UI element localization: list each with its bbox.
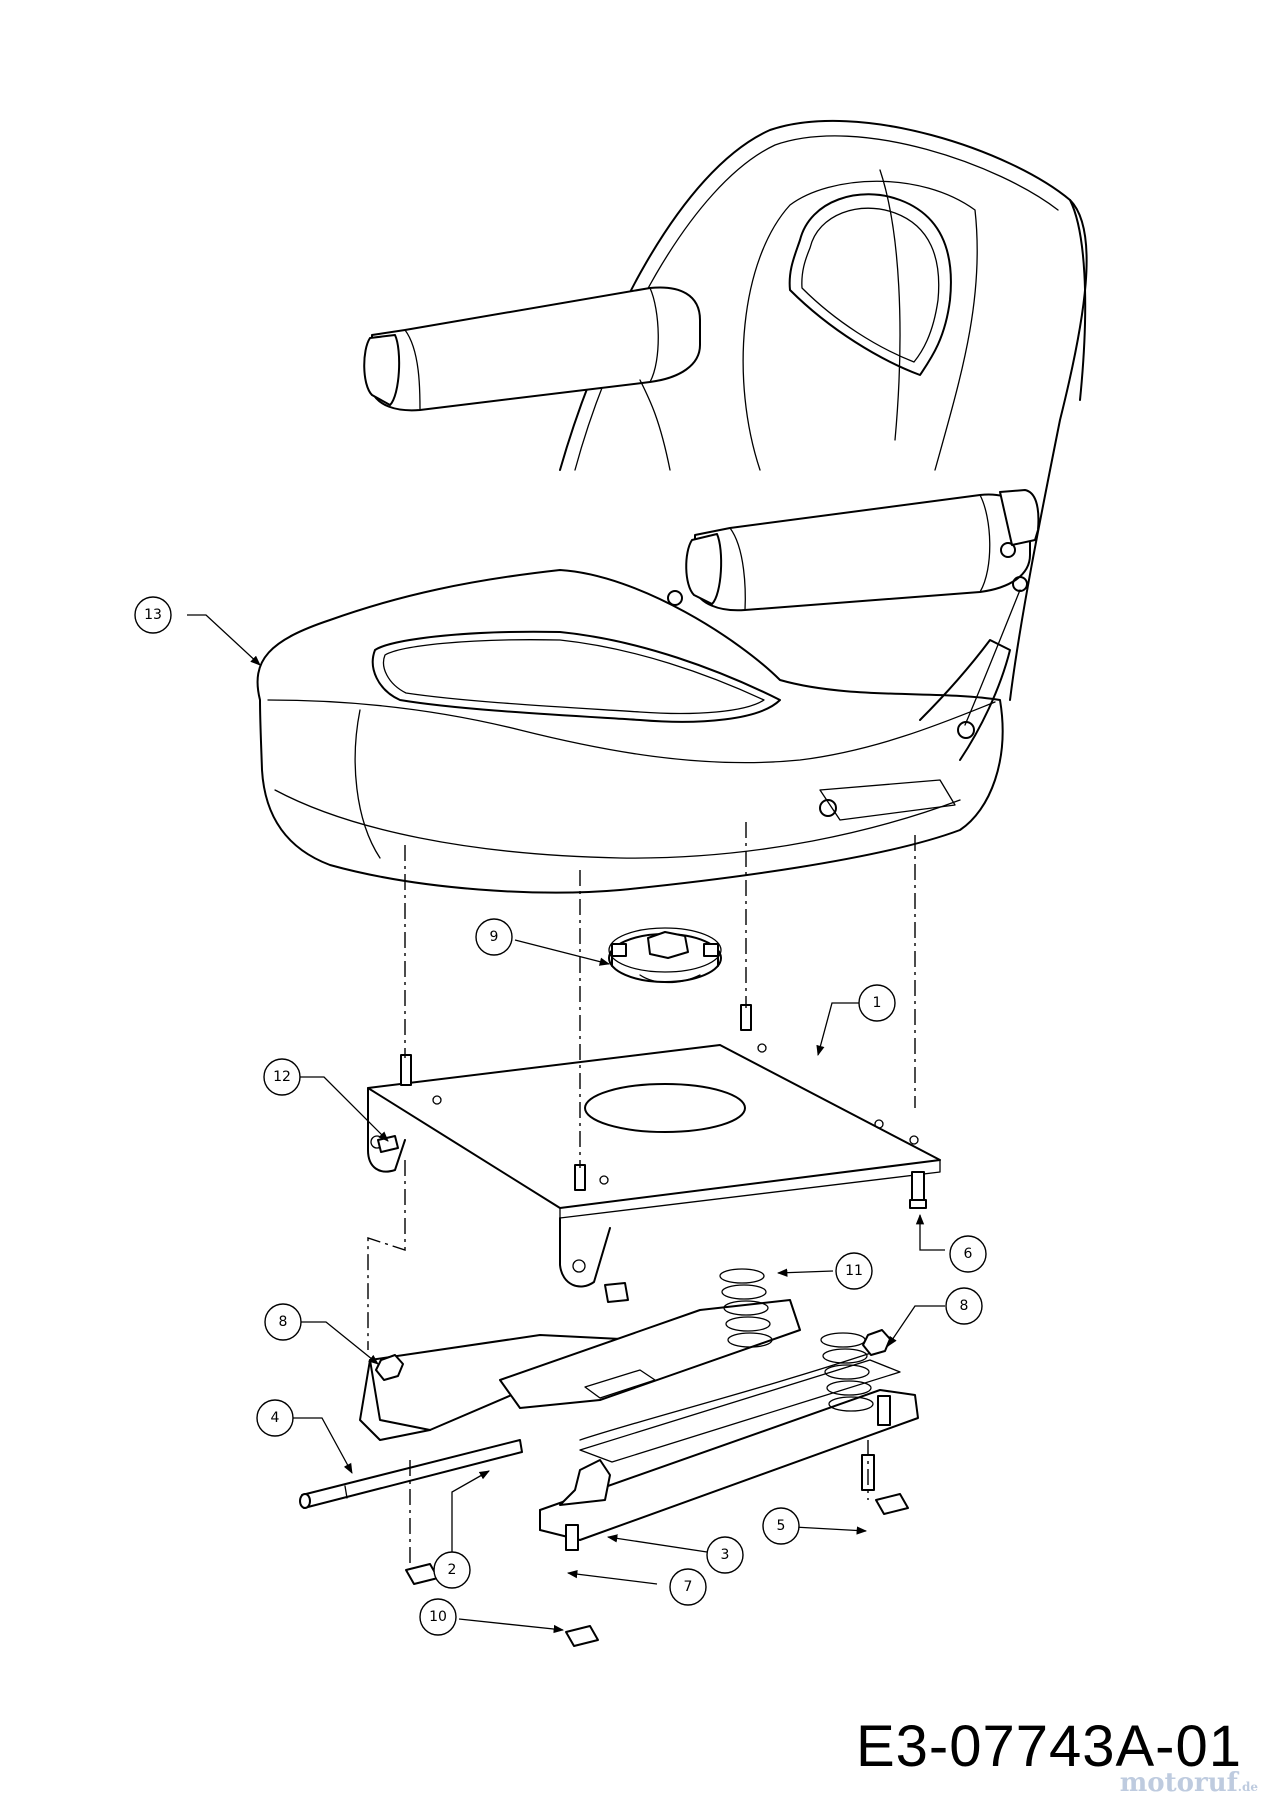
watermark-text: motoruf — [1119, 1768, 1238, 1798]
alignment-center-lines — [367, 822, 916, 1568]
callout-7-label: 7 — [684, 1579, 693, 1595]
callout-10: 10 — [419, 1598, 457, 1636]
callout-6: 6 — [949, 1235, 987, 1273]
callout-7: 7 — [669, 1568, 707, 1606]
callout-13: 13 — [134, 596, 172, 634]
callout-1-label: 1 — [873, 995, 882, 1011]
callout-8-right: 8 — [945, 1287, 983, 1325]
callout-13-label: 13 — [144, 607, 162, 623]
callout-6-label: 6 — [964, 1246, 973, 1262]
callout-11: 11 — [835, 1252, 873, 1290]
callout-5: 5 — [762, 1507, 800, 1545]
callout-9-label: 9 — [490, 929, 499, 945]
slide-rail-part — [299, 1299, 919, 1647]
callout-10-label: 10 — [429, 1609, 447, 1625]
callout-9: 9 — [475, 918, 513, 956]
callout-3-label: 3 — [721, 1547, 730, 1563]
watermark-logo: motoruf.de — [1120, 1768, 1258, 1798]
callout-12: 12 — [263, 1058, 301, 1096]
callout-3: 3 — [706, 1536, 744, 1574]
spring-part — [719, 1268, 874, 1412]
mounting-plate-part — [367, 1004, 941, 1303]
callout-8-right-label: 8 — [960, 1298, 969, 1314]
callout-8-left: 8 — [264, 1303, 302, 1341]
callout-11-label: 11 — [845, 1263, 863, 1279]
callout-5-label: 5 — [777, 1518, 786, 1534]
callout-4-label: 4 — [271, 1410, 280, 1426]
drawing-code: E3-07743A-01 — [855, 1714, 1242, 1779]
callout-1: 1 — [858, 984, 896, 1022]
seat-part — [256, 119, 1088, 894]
callout-2: 2 — [433, 1551, 471, 1589]
watermark-suffix: .de — [1237, 1780, 1258, 1794]
callout-12-label: 12 — [273, 1069, 291, 1085]
callout-8-left-label: 8 — [279, 1314, 288, 1330]
swivel-part — [608, 927, 722, 984]
callout-2-label: 2 — [448, 1562, 457, 1578]
callout-4: 4 — [256, 1399, 294, 1437]
